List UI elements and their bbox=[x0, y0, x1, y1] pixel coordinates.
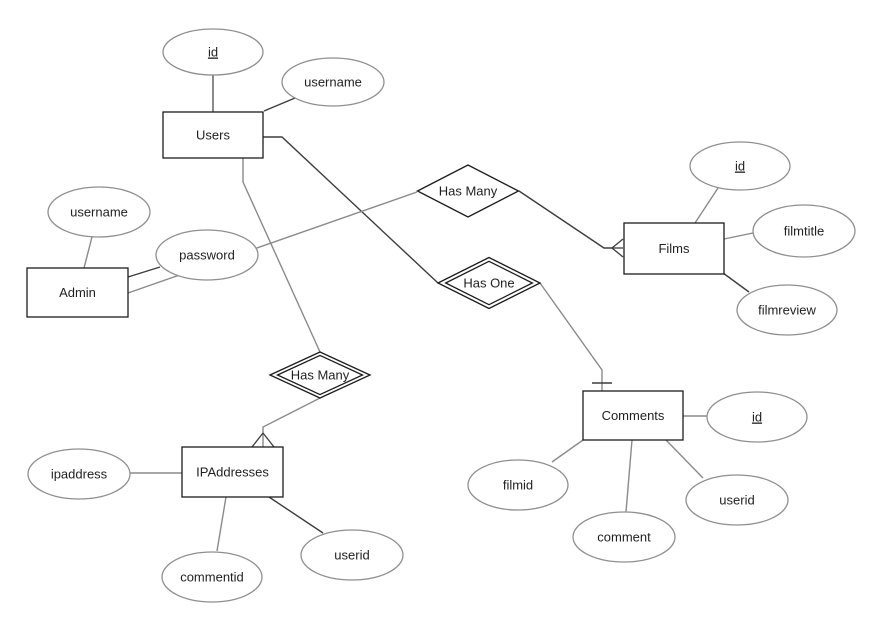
attribute-films-filmreview[interactable]: filmreview bbox=[736, 284, 838, 336]
relationship-label: Has Many bbox=[439, 184, 498, 199]
connector-admin-password-line bbox=[127, 266, 161, 278]
attribute-ellipse bbox=[685, 474, 789, 526]
attribute-label: commentid bbox=[180, 570, 244, 585]
attribute-ellipse bbox=[47, 186, 151, 238]
attribute-label: id bbox=[752, 410, 762, 425]
attribute-label: username bbox=[70, 205, 128, 220]
entity-films[interactable]: Films bbox=[623, 222, 725, 275]
attribute-admin-username[interactable]: username bbox=[47, 186, 151, 238]
relationship-diamond-inner bbox=[444, 260, 534, 306]
connector-ip-crowfoot-right-prong bbox=[262, 432, 275, 448]
connector-admin-username-line bbox=[83, 236, 93, 269]
relationship-diamond bbox=[268, 351, 372, 399]
connector-ip-crowfoot-left-prong bbox=[251, 432, 264, 448]
attribute-ellipse bbox=[736, 284, 838, 336]
entity-rect bbox=[623, 222, 725, 275]
connector-films-filmtitle-line bbox=[723, 232, 754, 240]
attribute-ellipse bbox=[689, 141, 791, 191]
attribute-users-id[interactable]: id bbox=[162, 28, 264, 76]
connector-has-many-ip-to-ipaddresses bbox=[262, 397, 321, 447]
connector-comments-comment-line bbox=[625, 439, 633, 513]
connector-films-filmreview-line bbox=[722, 272, 750, 293]
attribute-ellipse bbox=[467, 459, 569, 511]
attribute-ellipse bbox=[572, 511, 676, 563]
attribute-users-username[interactable]: username bbox=[281, 57, 385, 107]
connector-users-has-one-line bbox=[263, 136, 439, 284]
attribute-ipaddresses-commentid[interactable]: commentid bbox=[161, 551, 263, 603]
attribute-ellipse bbox=[706, 391, 808, 443]
attribute-ellipse bbox=[752, 204, 856, 258]
attribute-films-filmtitle[interactable]: filmtitle bbox=[752, 204, 856, 258]
relationship-has-many-ipaddresses[interactable]: Has Many bbox=[268, 351, 372, 399]
attribute-label: filmreview bbox=[758, 303, 816, 318]
attribute-films-id[interactable]: id bbox=[689, 141, 791, 191]
attribute-label: userid bbox=[334, 548, 369, 563]
entity-ipaddresses[interactable]: IPAddresses bbox=[181, 446, 284, 498]
entity-label: IPAddresses bbox=[196, 465, 269, 480]
entity-label: Comments bbox=[602, 408, 665, 423]
attribute-comments-filmid[interactable]: filmid bbox=[467, 459, 569, 511]
connector-has-many-to-films bbox=[518, 190, 612, 249]
connector-ipaddresses-userid-line bbox=[268, 496, 324, 534]
entity-label: Users bbox=[196, 128, 230, 143]
attribute-ellipse bbox=[300, 529, 404, 581]
attribute-label: password bbox=[179, 248, 235, 263]
connector-ipaddresses-commentid-line bbox=[216, 496, 227, 552]
entity-rect bbox=[181, 446, 284, 498]
attribute-ellipse bbox=[162, 28, 264, 76]
entity-admin[interactable]: Admin bbox=[26, 267, 129, 318]
entity-rect bbox=[582, 390, 684, 441]
attribute-admin-password[interactable]: password bbox=[155, 229, 259, 281]
entity-users[interactable]: Users bbox=[162, 111, 264, 159]
connector-films-crowfoot-down-prong bbox=[611, 247, 624, 258]
attribute-ellipse bbox=[161, 551, 263, 603]
connector-admin-has-many-line bbox=[127, 191, 418, 294]
entity-rect bbox=[26, 267, 129, 318]
attribute-label: id bbox=[208, 45, 218, 60]
entity-comments[interactable]: Comments bbox=[582, 390, 684, 441]
connector-films-id-line bbox=[694, 187, 719, 224]
attribute-label: id bbox=[735, 159, 745, 174]
attribute-label: username bbox=[304, 75, 362, 90]
attribute-ipaddresses-userid[interactable]: userid bbox=[300, 529, 404, 581]
relationship-label: Has Many bbox=[291, 368, 350, 383]
attribute-ellipse bbox=[281, 57, 385, 107]
connector-users-has-many-ip-line bbox=[242, 158, 321, 353]
connector-comments-userid-line bbox=[665, 439, 704, 479]
attribute-label: comment bbox=[597, 530, 651, 545]
relationship-has-many-films[interactable]: Has Many bbox=[416, 164, 520, 218]
attribute-ellipse bbox=[155, 229, 259, 281]
entity-label: Admin bbox=[59, 285, 96, 300]
connector-users-username-line bbox=[263, 97, 296, 112]
attribute-label: ipaddress bbox=[51, 467, 108, 482]
attribute-ellipse bbox=[27, 448, 131, 500]
relationship-diamond bbox=[436, 256, 542, 310]
attribute-comments-userid[interactable]: userid bbox=[685, 474, 789, 526]
attribute-comments-id[interactable]: id bbox=[706, 391, 808, 443]
relationship-label: Has One bbox=[463, 276, 514, 291]
attribute-comments-comment[interactable]: comment bbox=[572, 511, 676, 563]
relationship-diamond bbox=[416, 164, 520, 218]
attribute-label: filmid bbox=[503, 478, 533, 493]
entity-rect bbox=[162, 111, 264, 159]
attribute-label: filmtitle bbox=[784, 224, 824, 239]
relationship-diamond-inner bbox=[275, 354, 365, 396]
connector-comments-filmid-line bbox=[551, 439, 584, 463]
connector-films-crowfoot-up-prong bbox=[611, 238, 624, 249]
attribute-label: userid bbox=[719, 493, 754, 508]
relationship-has-one-comments[interactable]: Has One bbox=[436, 256, 542, 310]
entity-label: Films bbox=[658, 241, 690, 256]
connector-has-one-to-comments bbox=[539, 282, 603, 391]
attribute-ipaddresses-ipaddress[interactable]: ipaddress bbox=[27, 448, 131, 500]
